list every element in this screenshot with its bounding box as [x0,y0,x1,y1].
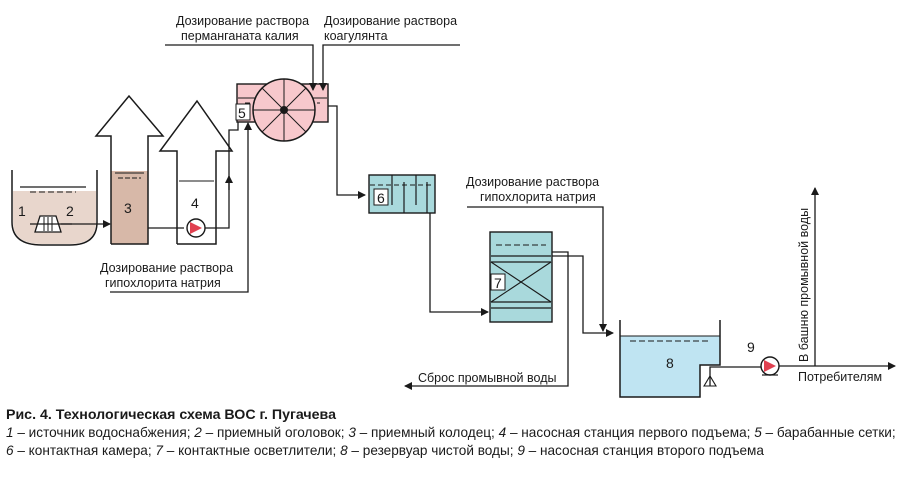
contact-chamber [368,174,436,214]
legend-item-3: 3 – приемный колодец; [348,425,498,440]
drum-screens [235,78,329,142]
pipe-reservoir-to-pump [709,366,761,386]
legend-num-1: 1 [6,425,14,440]
figure-title: Рис. 4. Технологическая схема ВОС г. Пуг… [6,407,336,423]
dosing-hypo-top-line1: Дозирование раствора [466,175,599,189]
legend-text-3: – приемный колодец; [355,425,499,440]
contact-clarifiers [489,231,553,323]
legend-text-1: – источник водоснабжения; [13,425,195,440]
legend-num-8: 8 [340,443,348,458]
legend-item-6: 6 – контактная камера; [6,443,155,458]
dosing-coag-line1: Дозирование раствора [324,14,457,28]
legend-text-8: – резервуар чистой воды; [347,443,518,458]
dosing-hypo-bottom-line2: гипохлорита натрия [105,276,221,290]
pipe-dosing-hypo-2 [467,206,607,332]
label-num-6: 6 [377,190,385,206]
legend-text-4: – насосная станция первого подъема; [506,425,755,440]
receiving-well [94,94,165,245]
dosing-coag-line2: коагулянта [324,29,388,43]
pump-2-icon [760,356,780,376]
pipe-dosing-kmno4 [165,44,317,91]
legend-item-9: 9 – насосная станция второго подъема [517,443,764,458]
legend-item-2: 2 – приемный оголовок; [194,425,348,440]
pipe-dosing-coagulant [319,44,460,91]
pipe-pump-to-screens [205,106,239,229]
label-num-4: 4 [191,195,199,211]
label-num-5: 5 [238,105,246,121]
legend-item-7: 7 – контактные осветлители; [155,443,340,458]
figure-caption: Рис. 4. Технологическая схема ВОС г. Пуг… [6,406,896,460]
pipe-filters-to-reservoir [552,255,614,337]
legend-text-5: – барабанные сетки; [761,425,896,440]
legend-text-9: – насосная станция второго подъема [524,443,764,458]
figure-legend: 1 – источник водоснабжения; 2 – приемный… [6,424,896,460]
label-num-3: 3 [124,200,132,216]
label-num-9: 9 [747,339,755,355]
legend-item-8: 8 – резервуар чистой воды; [340,443,517,458]
label-num-2: 2 [66,203,74,219]
legend-num-2: 2 [194,425,202,440]
label-num-7: 7 [494,275,502,291]
process-diagram: 1 2 3 4 Дозирование раствора гипохлорита… [11,14,896,398]
dosing-kmno4-line1: Дозирование раствора [176,14,309,28]
legend-num-9: 9 [517,443,525,458]
legend-item-5: 5 – барабанные сетки; [754,425,895,440]
intake-head [30,215,72,233]
legend-item-4: 4 – насосная станция первого подъема; [499,425,755,440]
pipe-backwash-discharge [404,251,569,390]
pipe-contact-to-filters [429,213,489,316]
legend-num-6: 6 [6,443,14,458]
to-tower-label: В башню промывной воды [797,208,811,362]
label-num-1: 1 [18,203,26,219]
pump-1-icon [186,218,206,238]
legend-num-4: 4 [498,425,507,440]
legend-text-2: – приемный оголовок; [201,425,349,440]
backwash-discharge-label: Сброс промывной воды [418,371,556,385]
legend-text-6: – контактная камера; [13,443,156,458]
label-num-8: 8 [666,355,674,371]
to-consumers-label: Потребителям [798,370,882,384]
legend-num-5: 5 [754,425,762,440]
legend-num-3: 3 [348,425,356,440]
dosing-hypo-bottom-line1: Дозирование раствора [100,261,233,275]
pipe-screens-to-contact [328,105,366,199]
legend-item-1: 1 – источник водоснабжения; [6,425,194,440]
dosing-kmno4-line2: перманганата калия [181,29,299,43]
legend-num-7: 7 [155,443,163,458]
dosing-hypo-top-line2: гипохлорита натрия [480,190,596,204]
pipe-dosing-hypo-1 [110,122,252,293]
legend-text-7: – контактные осветлители; [162,443,341,458]
